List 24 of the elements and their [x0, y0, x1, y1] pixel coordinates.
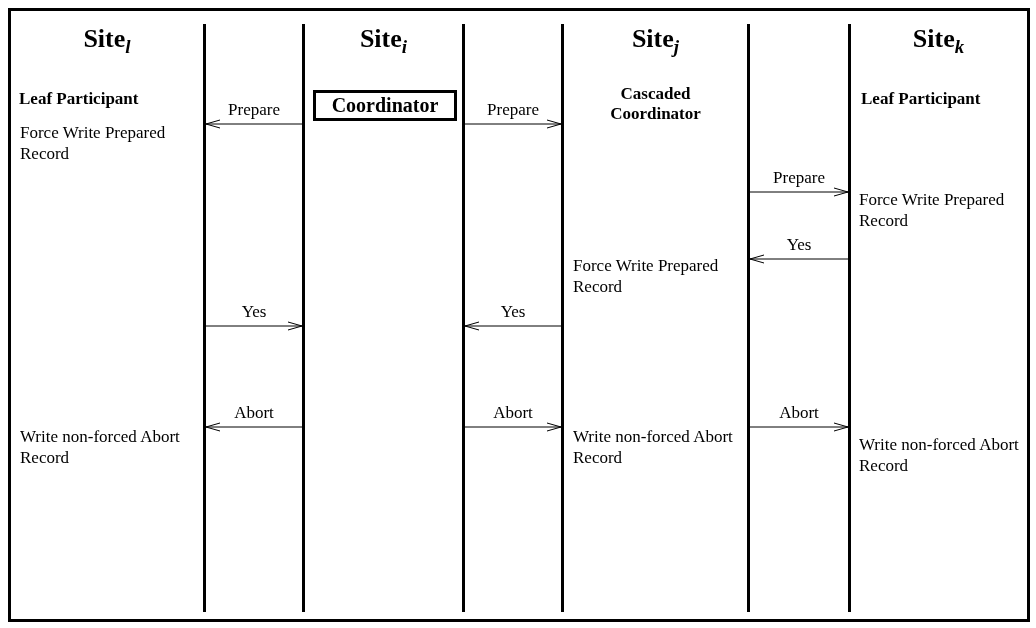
- message-arrow: [749, 422, 849, 432]
- message-arrow: [464, 422, 562, 432]
- site-heading: Site$_{k}$: [912, 24, 965, 53]
- site-column: [302, 24, 465, 612]
- action-note: Force Write Prepared Record: [859, 189, 1006, 231]
- message-arrow: [749, 254, 849, 264]
- role-label: Cascaded Coordinator: [609, 84, 702, 124]
- message-arrow: [205, 422, 303, 432]
- action-note: Force Write Prepared Record: [573, 255, 720, 297]
- role-label: Leaf Participant: [861, 89, 981, 109]
- message-arrow: [464, 119, 562, 129]
- action-note: Write non-forced Abort Record: [859, 434, 1019, 476]
- site-column: [561, 24, 750, 612]
- role-label: Leaf Participant: [19, 89, 139, 109]
- message-arrow: [464, 321, 562, 331]
- message-arrow: [205, 119, 303, 129]
- action-note: Write non-forced Abort Record: [20, 426, 180, 468]
- action-note: Force Write Prepared Record: [20, 122, 167, 164]
- action-note: Write non-forced Abort Record: [573, 426, 733, 468]
- site-heading: Site$_{l}$: [83, 24, 131, 53]
- message-arrow: [205, 321, 303, 331]
- message-arrow: [749, 187, 849, 197]
- role-box: Coordinator: [313, 90, 457, 121]
- site-heading: Site$_{i}$: [359, 24, 408, 53]
